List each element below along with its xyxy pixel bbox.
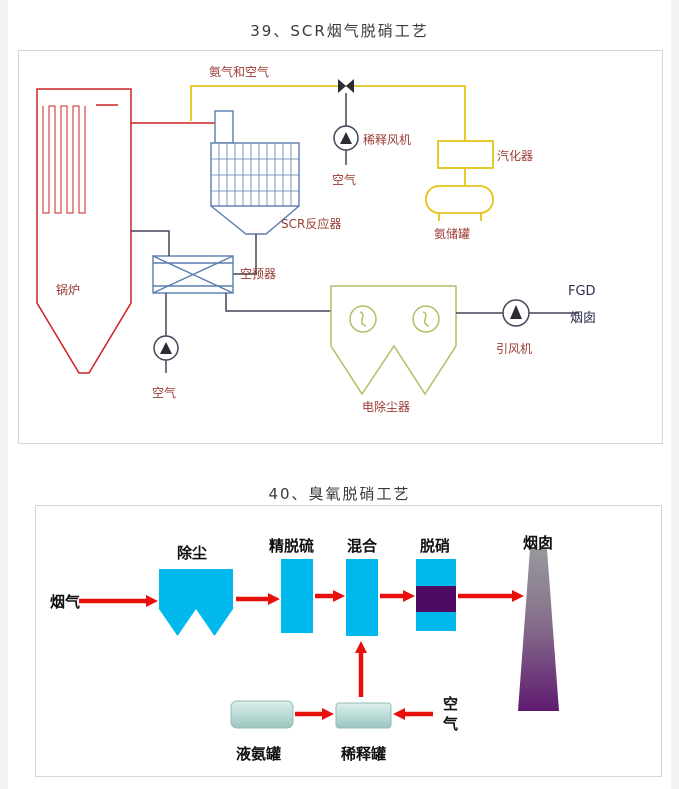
arrow-desulfur-to-mixer-head [333,590,345,602]
label-ammonia-tank: 氨储罐 [434,227,471,241]
scr-outlet-duct [233,234,257,275]
dilution-fan-blade [340,132,352,144]
label-dilution-fan: 稀释风机 [363,133,412,147]
esp-field-2 [412,305,440,333]
valve-icon [338,79,354,93]
fine-desulfur-block [281,559,313,633]
label-vaporizer: 汽化器 [497,149,534,163]
air-fan-blade [160,342,172,354]
label-air-preheater: 空预器 [240,267,277,281]
label-denitration: 脱硝 [420,537,451,555]
ammonia-air-line [190,85,466,141]
label-chimney: 烟囱 [570,311,597,326]
ammonia-tank-vessel [425,185,494,214]
boiler-coils [42,105,86,214]
hot-air-duct [131,230,170,256]
liquid-ammonia-tank-vessel [230,700,294,729]
dust-removal-block [159,569,233,636]
label-induced-fan: 引风机 [496,342,533,356]
esp-discharge-1 [359,311,367,327]
vaporizer-box [437,140,494,169]
scr-body [210,142,300,207]
esp-outline [330,285,457,396]
label-boiler: 锅炉 [56,283,81,297]
left-margin [0,0,8,789]
right-margin [671,0,679,789]
label-dust-removal: 除尘 [177,544,208,562]
label-fine-desulfur: 精脱硫 [269,537,315,555]
esp-field-1 [349,305,377,333]
scr-diagram-canvas [36,79,579,396]
dilution-tank-vessel [335,702,392,729]
label-preheater-air: 空气 [152,386,177,400]
label-dilution-tank: 稀释罐 [341,745,387,763]
label-scr-reactor: SCR反应器 [281,217,342,231]
label-air-vertical: 空气 [441,696,459,736]
label-dilution-air: 空气 [332,173,357,187]
arrow-ammonia-to-dilution-head [322,708,334,720]
label-ammonia-and-air: 氨气和空气 [209,65,270,79]
arrow-dilution-to-mixer-head [355,641,367,653]
label-liquid-ammonia-tank: 液氨罐 [236,745,282,763]
ozone-diagram-canvas [79,549,559,729]
scr-inlet-neck [214,110,234,144]
label-fgd: FGD [568,284,596,299]
scr-diagram: 氨气和空气 稀释风机 空气 汽化器 氨储罐 SCR反应器 空预器 锅炉 空气 电… [18,50,663,444]
preheater-diag-2 [152,255,234,294]
section-title-ozone: 40、臭氧脱硝工艺 [268,485,411,503]
scr-catalyst-grid [211,143,299,206]
mixer-block [346,559,378,636]
arrow-denitration-to-stack-head [512,590,524,602]
label-esp: 电除尘器 [362,400,411,414]
arrow-fluegas-head [146,595,158,607]
esp-discharge-2 [422,311,430,327]
arrow-air-to-dilution-head [393,708,405,720]
arrow-mixer-to-denitration-head [403,590,415,602]
label-stack: 烟囱 [523,534,554,552]
label-mixer: 混合 [347,537,378,555]
stack-shape [518,549,559,711]
ozone-diagram: 烟气 除尘 精脱硫 混合 脱硝 烟囱 液氨罐 稀释罐 空气 [35,505,662,777]
boiler-outline [36,88,132,374]
label-flue-gas: 烟气 [50,593,81,611]
arrow-dust-to-desulfur-head [268,593,280,605]
induced-fan-blade [510,305,522,319]
esp-inlet-duct [225,293,331,312]
denitration-catalyst-band [416,586,456,612]
section-title-scr: 39、SCR烟气脱硝工艺 [250,22,429,40]
